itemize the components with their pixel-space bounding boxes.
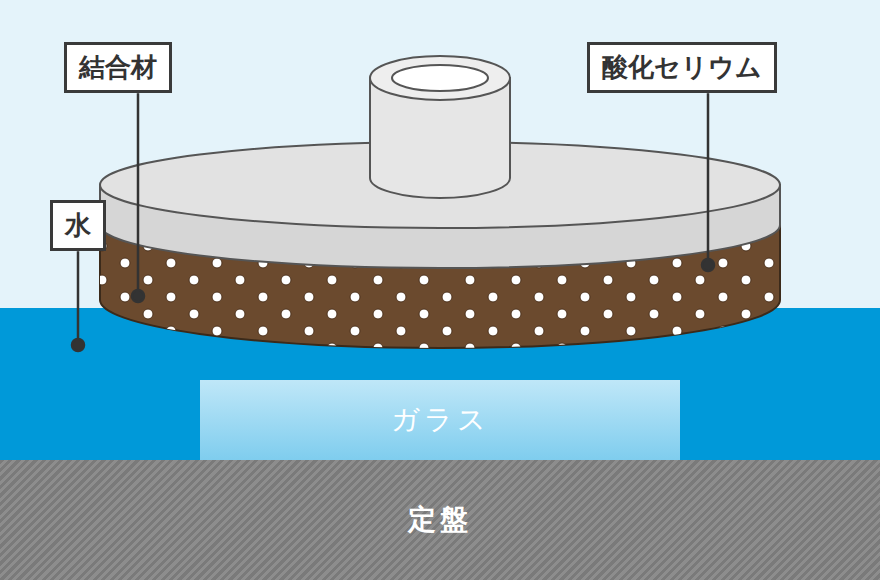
surface-plate: 定盤 — [0, 460, 880, 580]
leader-dot — [72, 339, 84, 351]
leader-line — [77, 251, 80, 345]
label-text: 結合材 — [79, 52, 157, 83]
leader-dot — [702, 259, 714, 271]
callout-label: 水 — [50, 200, 106, 251]
leader-line — [707, 93, 710, 265]
label-text: 酸化セリウム — [602, 52, 762, 83]
glass-plate: ガラス — [200, 380, 680, 460]
leader-line — [137, 93, 140, 296]
polishing-pad — [100, 56, 780, 360]
callout-label: 結合材 — [64, 42, 172, 93]
label-text: 定盤 — [408, 503, 472, 537]
label-text: 水 — [65, 210, 91, 241]
callout-label: 酸化セリウム — [587, 42, 777, 93]
label-text: ガラス — [391, 403, 490, 437]
leader-dot — [132, 290, 144, 302]
